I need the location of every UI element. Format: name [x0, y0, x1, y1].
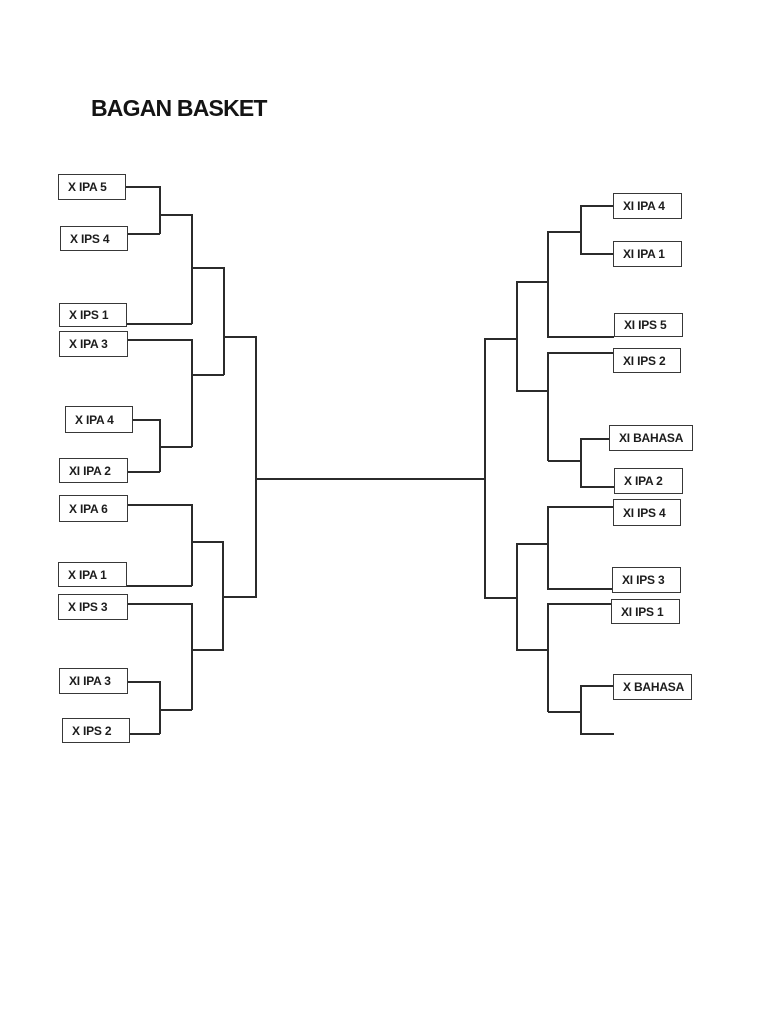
team-box-x-ips-4: X IPS 4 — [60, 226, 128, 251]
bracket-line — [191, 214, 193, 324]
bracket-line — [191, 339, 193, 447]
team-box-xi-ips-2: XI IPS 2 — [613, 348, 681, 373]
bracket-line — [255, 336, 257, 598]
bracket-line — [128, 681, 160, 683]
bracket-line — [547, 603, 611, 605]
bracket-line — [547, 603, 549, 712]
bracket-line — [191, 504, 193, 586]
bracket-line — [516, 390, 548, 392]
bracket-line — [223, 267, 225, 375]
bracket-line — [547, 352, 549, 461]
bracket-line — [159, 186, 161, 234]
bracket-line — [191, 649, 223, 651]
team-box-xi-ips-4: XI IPS 4 — [613, 499, 681, 526]
bracket-line — [191, 603, 193, 710]
team-box-xi-ipa-1: XI IPA 1 — [613, 241, 682, 267]
team-box-xi-ipa-2: XI IPA 2 — [59, 458, 128, 483]
bracket-line — [159, 214, 193, 216]
empty-slot-line — [580, 733, 614, 735]
bracket-line — [580, 685, 582, 734]
bracket-line — [547, 231, 549, 337]
team-box-x-ipa-2: X IPA 2 — [614, 468, 683, 494]
team-box-xi-bahasa: XI BAHASA — [609, 425, 693, 451]
bracket-line — [132, 419, 160, 421]
bracket-line — [580, 486, 614, 488]
page-title: BAGAN BASKET — [91, 95, 267, 121]
bracket-line — [547, 588, 612, 590]
bracket-line — [580, 205, 582, 254]
bracket-line — [223, 336, 256, 338]
bracket-line — [516, 281, 518, 391]
team-box-xi-ipa-4: XI IPA 4 — [613, 193, 682, 219]
bracket-line — [128, 471, 160, 473]
bracket-line — [548, 711, 580, 713]
bracket-line — [127, 323, 192, 325]
bracket-line — [547, 506, 613, 508]
bracket-line — [580, 438, 582, 487]
bracket-line — [484, 597, 517, 599]
team-box-x-ips-1: X IPS 1 — [59, 303, 127, 327]
bracket-line — [484, 338, 517, 340]
bracket-line — [128, 504, 192, 506]
team-box-x-ipa-5: X IPA 5 — [58, 174, 126, 200]
bracket-line — [516, 543, 518, 650]
bracket-line — [159, 446, 192, 448]
bracket-line — [128, 603, 192, 605]
bracket-line — [159, 709, 192, 711]
bracket-line — [191, 374, 224, 376]
team-box-x-ipa-4: X IPA 4 — [65, 406, 133, 433]
bracket-line — [516, 649, 548, 651]
team-box-x-ips-2: X IPS 2 — [62, 718, 130, 743]
bracket-line — [548, 231, 580, 233]
bracket-line — [191, 267, 224, 269]
team-box-xi-ips-5: XI IPS 5 — [614, 313, 683, 337]
bracket-line — [130, 733, 160, 735]
team-box-xi-ipa-3: XI IPA 3 — [59, 668, 128, 694]
team-box-x-ips-3: X IPS 3 — [58, 594, 128, 620]
bracket-line — [127, 585, 192, 587]
bracket-line — [222, 596, 256, 598]
team-box-x-ipa-3: X IPA 3 — [59, 331, 128, 357]
bracket-line — [191, 541, 223, 543]
bracket-line — [484, 338, 486, 598]
bracket-line — [547, 506, 549, 589]
team-box-x-ipa-6: X IPA 6 — [59, 495, 128, 522]
bracket-line — [548, 460, 580, 462]
bracket-line — [547, 336, 614, 338]
final-connector-line — [255, 478, 484, 480]
bracket-line — [516, 543, 548, 545]
bracket-line — [128, 339, 192, 341]
bracket-line — [516, 281, 548, 283]
bracket-line — [580, 205, 613, 207]
bracket-line — [159, 681, 161, 734]
bracket-line — [128, 233, 160, 235]
team-box-x-ipa-1: X IPA 1 — [58, 562, 127, 587]
team-box-xi-ips-3: XI IPS 3 — [612, 567, 681, 593]
bracket-line — [126, 186, 160, 188]
team-box-x-bahasa: X BAHASA — [613, 674, 692, 700]
team-box-xi-ips-1: XI IPS 1 — [611, 599, 680, 624]
bracket-line — [580, 438, 610, 440]
bracket-line — [159, 419, 161, 472]
bracket-line — [580, 685, 613, 687]
bracket-line — [547, 352, 613, 354]
bracket-line — [580, 253, 613, 255]
